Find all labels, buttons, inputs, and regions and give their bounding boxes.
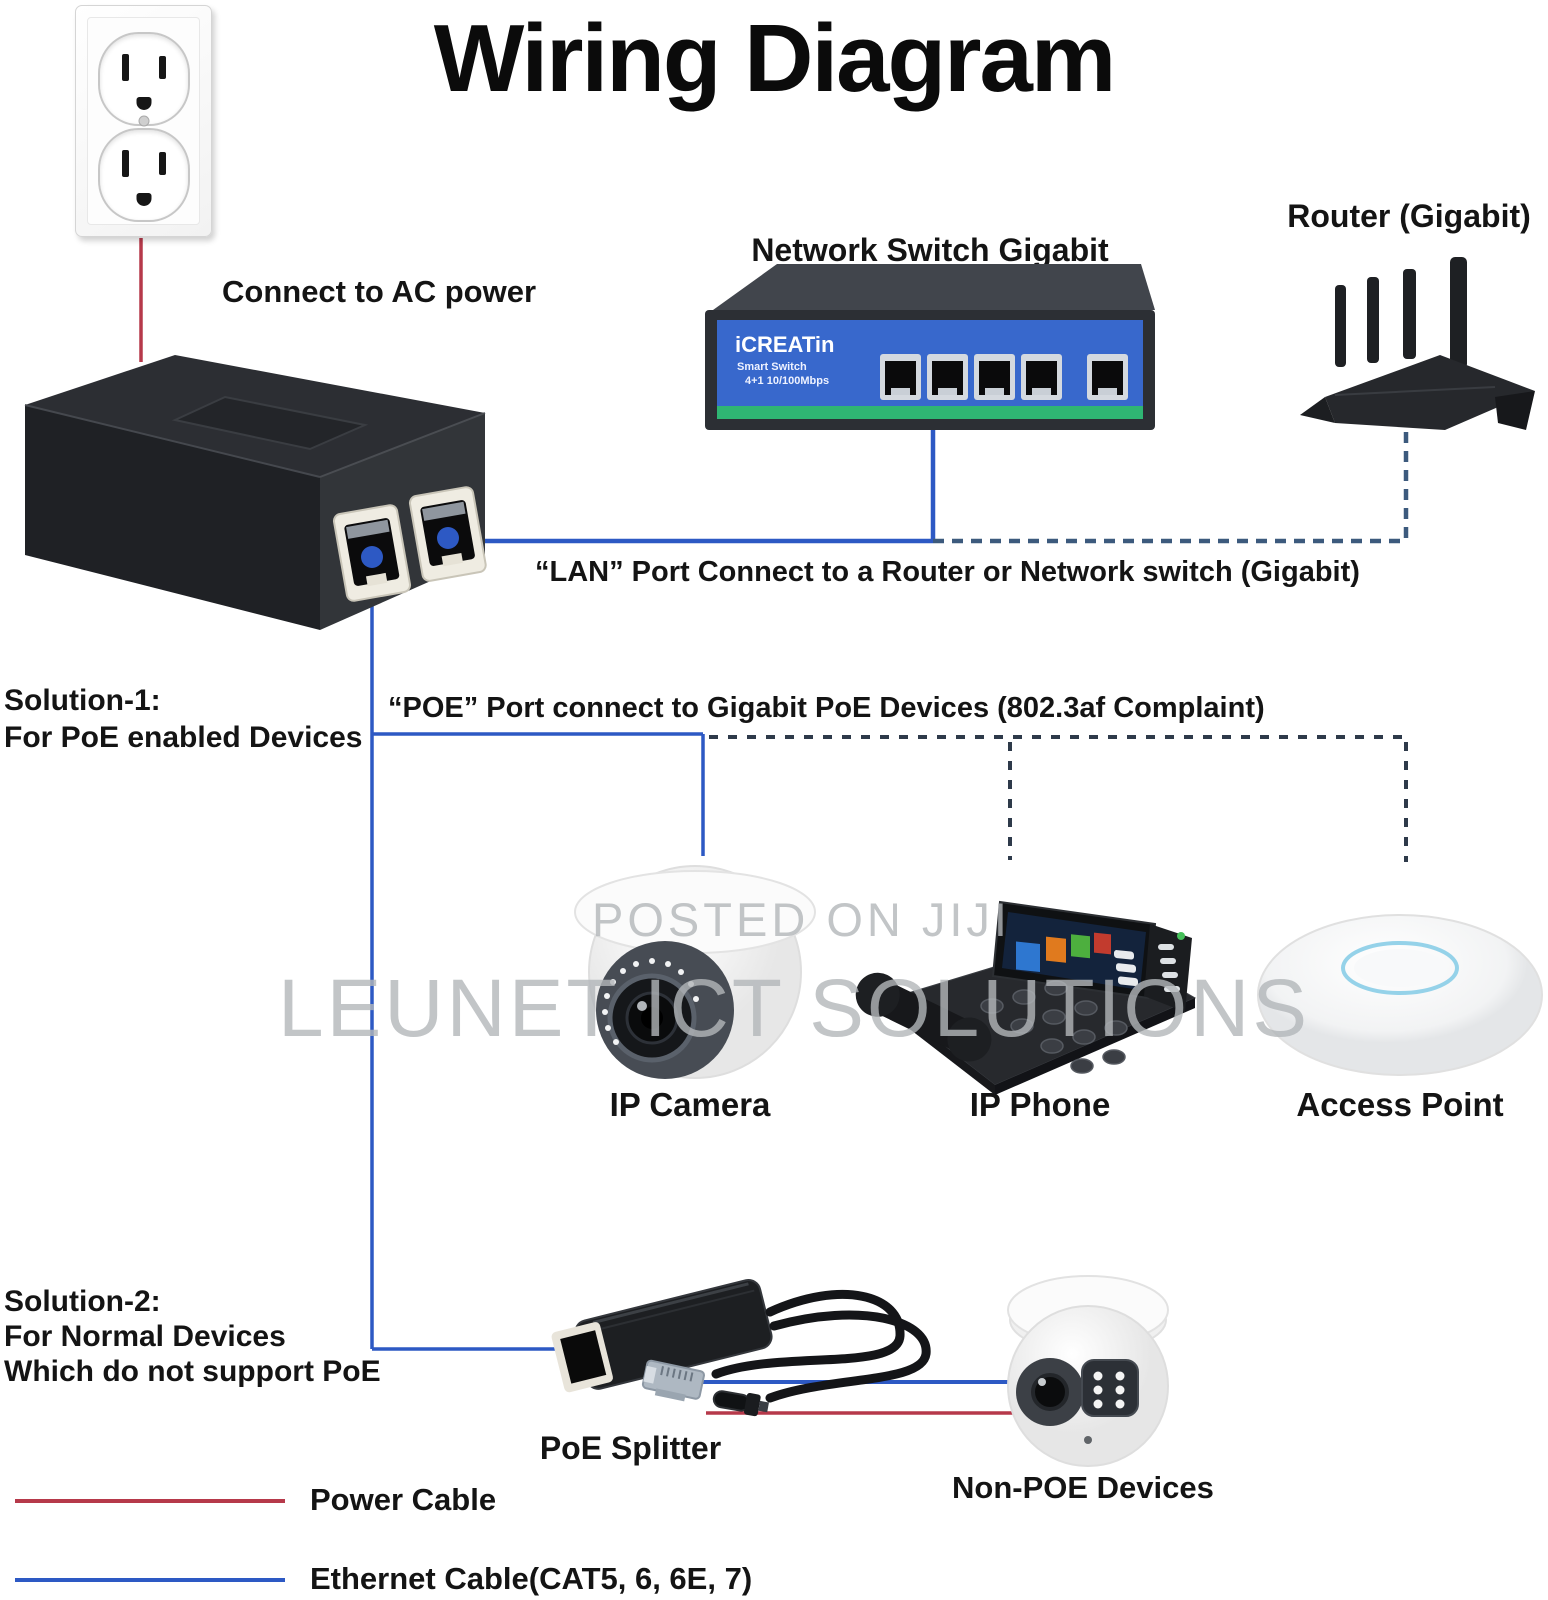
ip-phone-icon xyxy=(855,900,1197,1095)
switch-ports xyxy=(880,354,1128,400)
non-poe-camera-icon xyxy=(1007,1275,1169,1467)
switch-line2-text: Smart Switch xyxy=(737,361,807,373)
watermark-line1: POSTED ON JIJI xyxy=(592,893,1011,946)
watermark-line2: LEUNET ICT SOLUTIONS xyxy=(278,963,1311,1054)
solution2-caption: Solution-2: For Normal Devices Which do … xyxy=(4,1284,404,1389)
injector-lan-plug-dot xyxy=(437,527,459,549)
network-switch-icon: iCREATin Smart Switch 4+1 10/100Mbps xyxy=(705,264,1155,430)
solution2-line3: Which do not support PoE xyxy=(4,1355,381,1388)
legend-ethernet-label: Ethernet Cable(CAT5, 6, 6E, 7) xyxy=(310,1561,753,1596)
solution1-caption: Solution-1: For PoE enabled Devices xyxy=(4,682,374,756)
phone-handset xyxy=(855,972,992,1062)
router-label: Router (Gigabit) xyxy=(1287,198,1531,234)
injector-top-label-recess xyxy=(171,395,369,451)
poe-splitter-label: PoE Splitter xyxy=(539,1430,722,1466)
non-poe-label: Non-POE Devices xyxy=(952,1470,1214,1505)
power-outlet-icon xyxy=(75,5,212,237)
page-title: Wiring Diagram xyxy=(433,5,1117,112)
splitter-dc-plug xyxy=(712,1390,769,1417)
ir-led-dots xyxy=(602,958,699,1045)
connect-ac-label: Connect to AC power xyxy=(222,274,537,309)
poe-port-caption: “POE” Port connect to Gigabit PoE Device… xyxy=(388,692,1265,724)
poe-injector-icon xyxy=(24,355,487,630)
poe-splitter-icon xyxy=(551,1279,931,1417)
solution2-line2: For Normal Devices xyxy=(4,1320,286,1353)
router-icon xyxy=(1300,257,1535,430)
switch-brand-text: iCREATin xyxy=(735,332,834,357)
legend-power-line xyxy=(15,1499,285,1503)
splitter-rj45-plug xyxy=(641,1359,705,1402)
injector-poe-plug-dot xyxy=(361,546,383,568)
phone-side-keys xyxy=(1158,944,1180,992)
legend-power-label: Power Cable xyxy=(310,1482,497,1517)
ir-panel xyxy=(1081,1359,1139,1417)
phone-keypad xyxy=(980,980,1128,1074)
network-switch-label: Network Switch Gigabit xyxy=(751,232,1109,268)
access-point-label: Access Point xyxy=(1296,1086,1504,1123)
phone-screen-tiles xyxy=(1016,932,1138,986)
solution1-line2: For PoE enabled Devices xyxy=(4,721,363,754)
ip-camera-label: IP Camera xyxy=(609,1086,771,1123)
outlet-socket-bottom xyxy=(97,128,190,222)
legend-ethernet-line xyxy=(15,1578,285,1582)
lan-port-caption: “LAN” Port Connect to a Router or Networ… xyxy=(535,556,1360,588)
switch-line3-text: 4+1 10/100Mbps xyxy=(745,375,829,387)
access-point-icon xyxy=(1257,914,1543,1076)
ap-led-ring xyxy=(1341,941,1459,995)
solution1-line1: Solution-1: xyxy=(4,684,161,717)
outlet-screw xyxy=(138,115,149,127)
solution2-line1: Solution-2: xyxy=(4,1285,161,1318)
ip-camera-icon xyxy=(574,865,816,1079)
